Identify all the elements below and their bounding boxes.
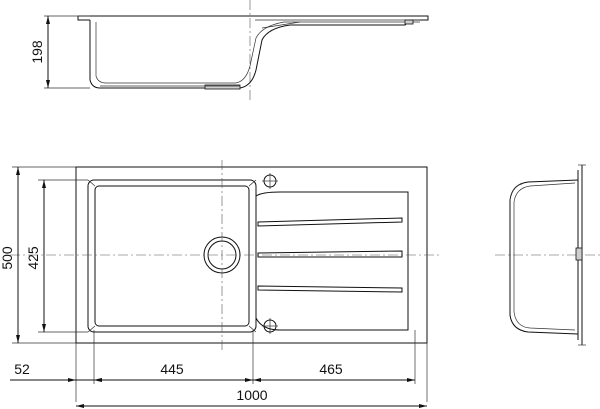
dim-bowl-depth: 425 — [25, 246, 41, 270]
dim-total-width: 1000 — [236, 387, 267, 403]
end-section-view — [495, 164, 600, 346]
dim-drainer-width: 465 — [319, 361, 343, 377]
dim-bowl-width: 445 — [160, 361, 184, 377]
dim-total-depth: 500 — [0, 246, 15, 270]
plan-view: 500 425 52 445 465 1000 — [0, 160, 440, 408]
dim-left-offset: 52 — [14, 361, 30, 377]
dim-side-depth: 198 — [29, 40, 45, 64]
side-section-view: 198 — [29, 0, 429, 100]
